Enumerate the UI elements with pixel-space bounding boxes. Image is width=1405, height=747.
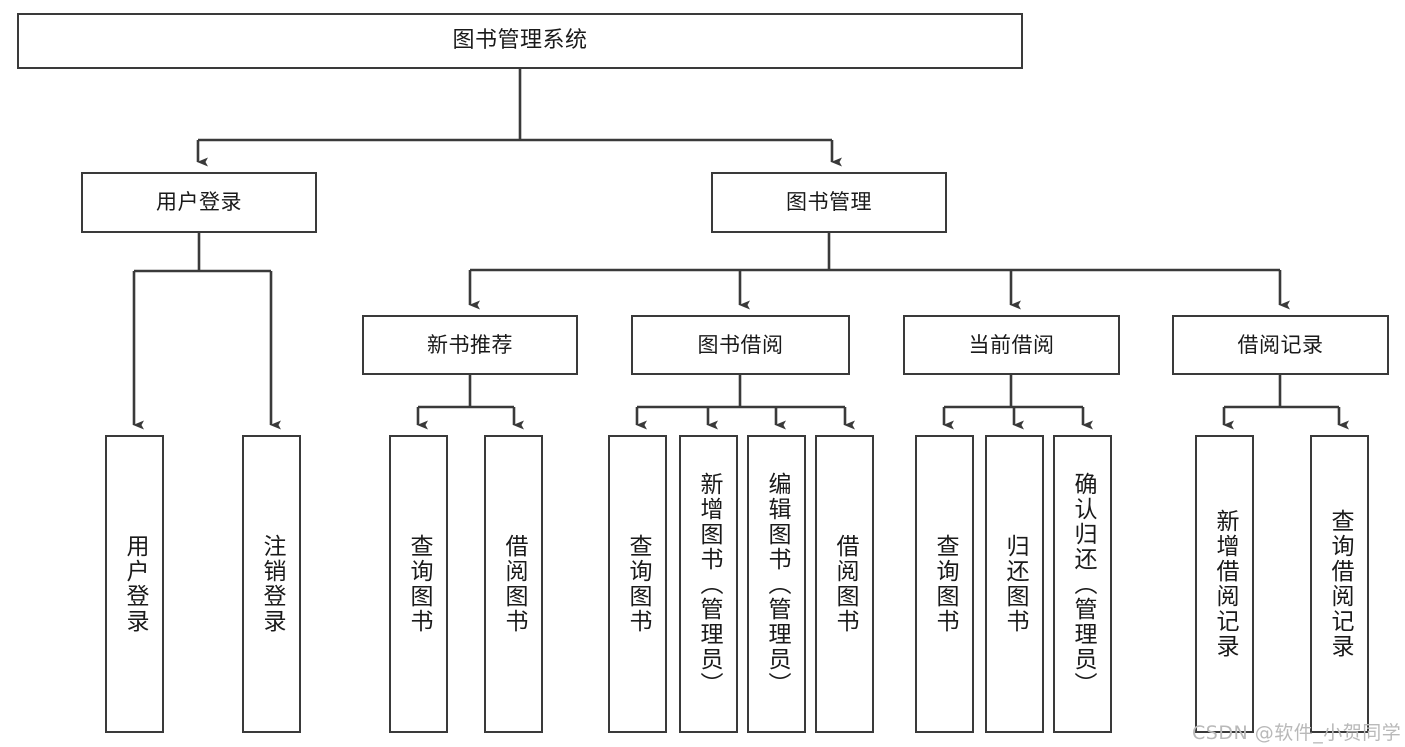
node-current-borrow-label: 当前借阅 [968,332,1055,357]
node-book-manage[interactable]: 图书管理 [711,172,947,233]
node-leaf-label: 编辑图书（管理员） [764,471,790,697]
watermark-text: CSDN @软件_小贺同学 [1192,722,1402,744]
node-leaf-cur-query-book[interactable]: 查询图书 [915,435,974,733]
node-user-login[interactable]: 用户登录 [81,172,317,233]
node-user-login-label: 用户登录 [156,190,242,215]
node-leaf-label: 查询图书 [932,534,958,634]
node-leaf-borrow-add-book[interactable]: 新增图书（管理员） [679,435,738,733]
node-root[interactable]: 图书管理系统 [17,13,1023,69]
node-leaf-label: 借阅图书 [501,534,527,634]
node-book-borrow[interactable]: 图书借阅 [631,315,850,375]
node-book-manage-label: 图书管理 [786,190,872,215]
node-leaf-label: 查询图书 [406,534,432,634]
node-leaf-label: 确认归还（管理员） [1070,471,1096,697]
node-borrow-record-label: 借阅记录 [1237,332,1324,357]
node-book-borrow-label: 图书借阅 [697,332,784,357]
node-root-label: 图书管理系统 [452,28,588,54]
node-leaf-rec-query-record[interactable]: 查询借阅记录 [1310,435,1369,733]
node-current-borrow[interactable]: 当前借阅 [903,315,1120,375]
node-leaf-label: 查询借阅记录 [1327,509,1353,659]
node-leaf-borrow-borrow-book[interactable]: 借阅图书 [815,435,874,733]
node-leaf-user-logout[interactable]: 注销登录 [242,435,301,733]
node-new-book-recommend[interactable]: 新书推荐 [362,315,578,375]
node-leaf-label: 查询图书 [625,534,651,634]
node-leaf-rec-borrow-book[interactable]: 借阅图书 [484,435,543,733]
node-leaf-label: 注销登录 [259,534,285,634]
node-leaf-rec-add-record[interactable]: 新增借阅记录 [1195,435,1254,733]
node-leaf-label: 归还图书 [1002,534,1028,634]
node-leaf-borrow-query-book[interactable]: 查询图书 [608,435,667,733]
node-borrow-record[interactable]: 借阅记录 [1172,315,1389,375]
node-leaf-borrow-edit-book[interactable]: 编辑图书（管理员） [747,435,806,733]
node-leaf-rec-query-book[interactable]: 查询图书 [389,435,448,733]
node-leaf-label: 新增借阅记录 [1212,509,1238,659]
node-new-book-recommend-label: 新书推荐 [427,332,513,357]
node-leaf-label: 用户登录 [122,534,148,634]
node-leaf-cur-return-book[interactable]: 归还图书 [985,435,1044,733]
node-leaf-cur-confirm-return[interactable]: 确认归还（管理员） [1053,435,1112,733]
node-leaf-label: 新增图书（管理员） [696,471,722,697]
node-leaf-label: 借阅图书 [832,534,858,634]
node-leaf-user-login-do[interactable]: 用户登录 [105,435,164,733]
